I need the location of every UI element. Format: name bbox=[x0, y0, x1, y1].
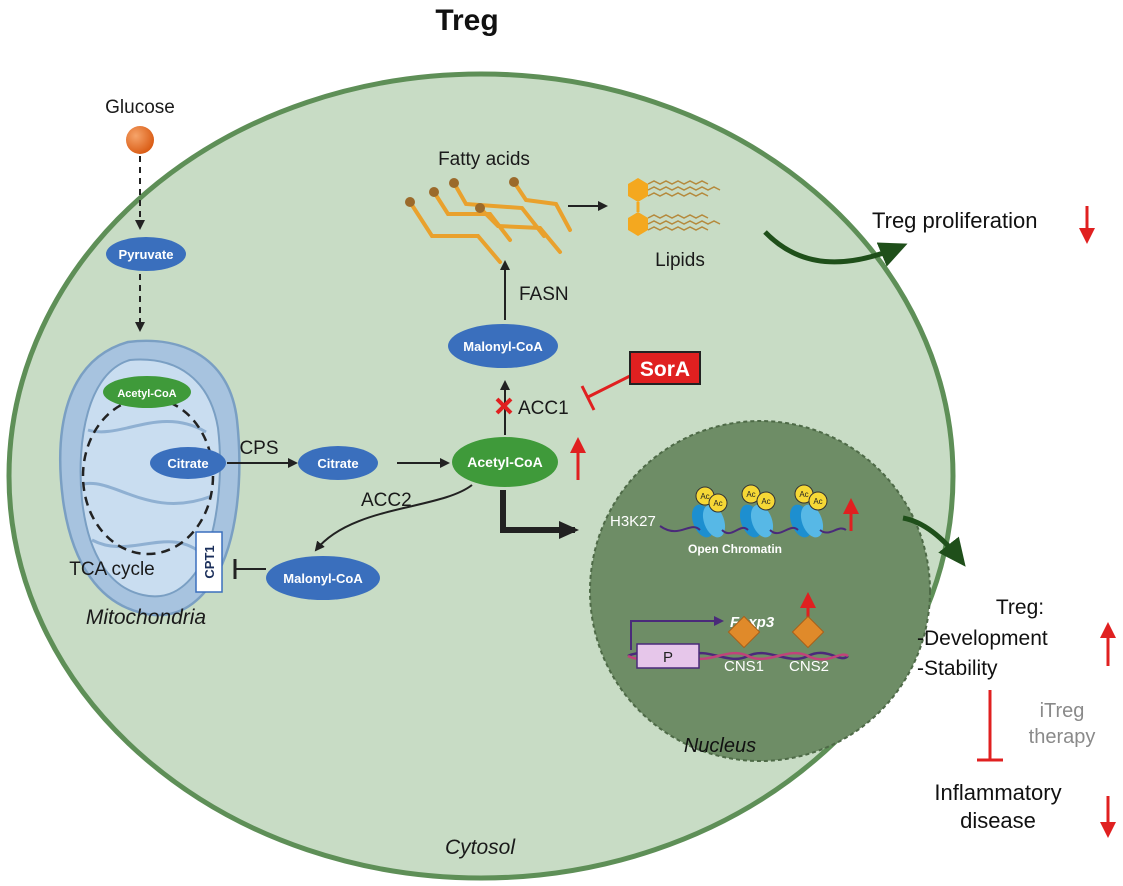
cns1-label: CNS1 bbox=[724, 658, 764, 675]
fatty-acids-label: Fatty acids bbox=[438, 149, 530, 170]
citrate-cyto-label: Citrate bbox=[317, 456, 358, 471]
nucleus-label: Nucleus bbox=[684, 735, 756, 757]
cns1-diamond bbox=[727, 615, 761, 649]
ac-label: Ac bbox=[799, 490, 808, 499]
acc1-blocked-icon bbox=[495, 397, 513, 415]
tca-cycle-label: TCA cycle bbox=[69, 559, 155, 580]
glucose-label: Glucose bbox=[105, 97, 175, 118]
cns2-label: CNS2 bbox=[789, 658, 829, 675]
to-treg-outcomes-arrow bbox=[902, 515, 966, 567]
development-label: -Development bbox=[917, 627, 1048, 650]
ac-label: Ac bbox=[761, 497, 770, 506]
cpt1-box: CPT1 bbox=[195, 531, 223, 593]
to-proliferation-arrow bbox=[763, 230, 908, 267]
citrate-mito-node bbox=[150, 447, 226, 479]
fasn-label: FASN bbox=[519, 284, 569, 305]
ac-label: Ac bbox=[713, 499, 722, 508]
cpt1-label: CPT1 bbox=[202, 545, 217, 578]
pyruvate-label: Pyruvate bbox=[119, 247, 174, 262]
lipids-icon bbox=[628, 178, 721, 236]
fatty-acids-icon bbox=[408, 180, 572, 264]
diagram-title: Treg bbox=[435, 4, 498, 37]
proliferation-label: Treg proliferation bbox=[872, 208, 1037, 233]
acetyl-coa-cyto-label: Acetyl-CoA bbox=[467, 454, 542, 470]
fatty-acid-heads bbox=[405, 177, 519, 213]
malonyl-coa-bottom-label: Malonyl-CoA bbox=[283, 571, 363, 586]
ac-label: Ac bbox=[746, 490, 755, 499]
malonyl-coa-bottom-node bbox=[266, 556, 380, 600]
glucose-icon bbox=[126, 126, 154, 154]
malonyl-coa-top-label: Malonyl-CoA bbox=[463, 339, 543, 354]
promoter-label: P bbox=[663, 649, 673, 666]
promoter-box bbox=[636, 643, 700, 669]
histone-label: H3K27 bbox=[610, 513, 656, 530]
transcription-start-arrow bbox=[630, 616, 724, 650]
acc2-arrow bbox=[314, 484, 473, 552]
cns2-diamond bbox=[791, 615, 825, 649]
sora-label: SorA bbox=[640, 358, 690, 381]
chromatin-strand bbox=[659, 525, 847, 535]
inflammatory-label-line2: disease bbox=[960, 808, 1036, 833]
malonyl-coa-top-node bbox=[448, 324, 558, 368]
sora-inhibition-line bbox=[587, 373, 633, 399]
mitochondria-label: Mitochondria bbox=[86, 606, 206, 629]
cps-label: CPS bbox=[239, 438, 278, 459]
acetyl-to-nucleus-arrow bbox=[500, 490, 579, 539]
cytosol-label: Cytosol bbox=[445, 836, 516, 859]
acc1-label: ACC1 bbox=[518, 398, 569, 419]
nucleosome-3: Ac Ac bbox=[789, 484, 828, 538]
sora-box bbox=[629, 351, 701, 385]
stability-label: -Stability bbox=[917, 657, 998, 680]
acetyl-coa-mito-label: Acetyl-CoA bbox=[117, 388, 176, 400]
sora-inhibition-bar bbox=[580, 385, 596, 411]
citrate-mito-label: Citrate bbox=[167, 456, 208, 471]
acc2-label: ACC2 bbox=[361, 490, 412, 511]
lipids-label: Lipids bbox=[655, 250, 705, 271]
treg-outcome-header: Treg: bbox=[996, 596, 1044, 619]
pyruvate-node bbox=[106, 237, 186, 271]
nucleus bbox=[589, 420, 931, 762]
acetyl-coa-cyto-node bbox=[452, 437, 558, 487]
mitochondria bbox=[59, 339, 241, 617]
ac-label: Ac bbox=[813, 497, 822, 506]
itreg-label-line2: therapy bbox=[1029, 726, 1096, 748]
inflammatory-label-line1: Inflammatory bbox=[934, 780, 1061, 805]
citrate-cyto-node bbox=[298, 446, 378, 480]
acetyl-coa-mito-node bbox=[103, 376, 191, 408]
ac-label: Ac bbox=[700, 492, 709, 501]
open-chromatin-label: Open Chromatin bbox=[688, 542, 782, 556]
itreg-label-line1: iTreg bbox=[1040, 700, 1085, 722]
